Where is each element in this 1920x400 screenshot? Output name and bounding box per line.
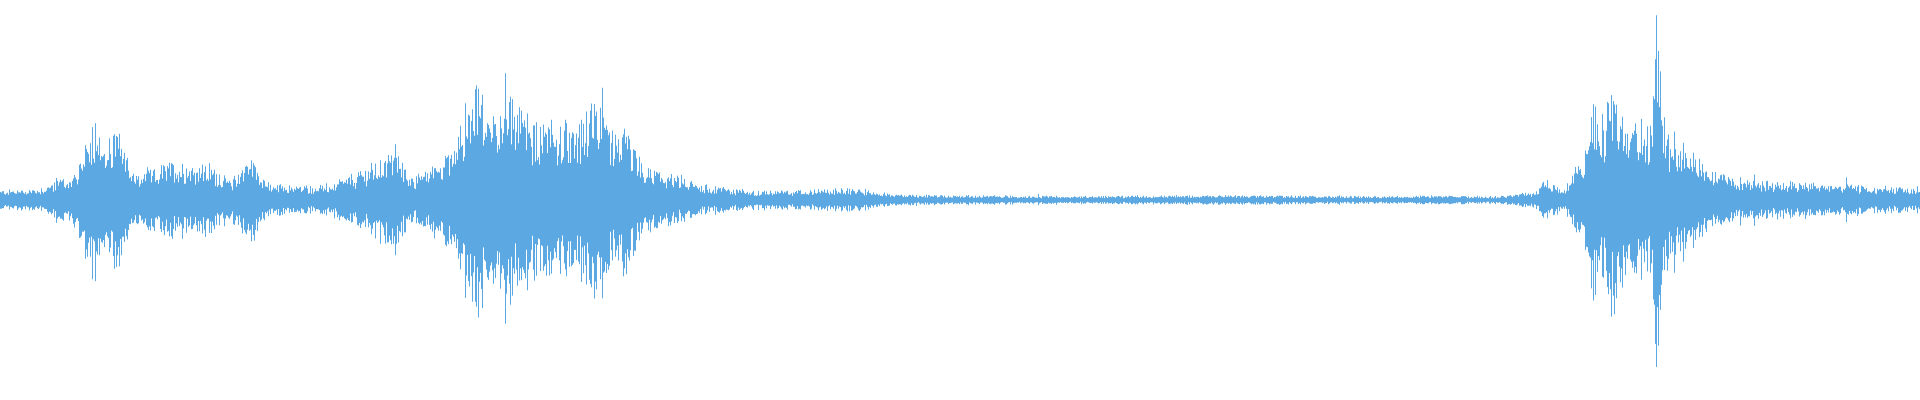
waveform-bars [0,15,1920,367]
waveform-path [0,15,1920,367]
